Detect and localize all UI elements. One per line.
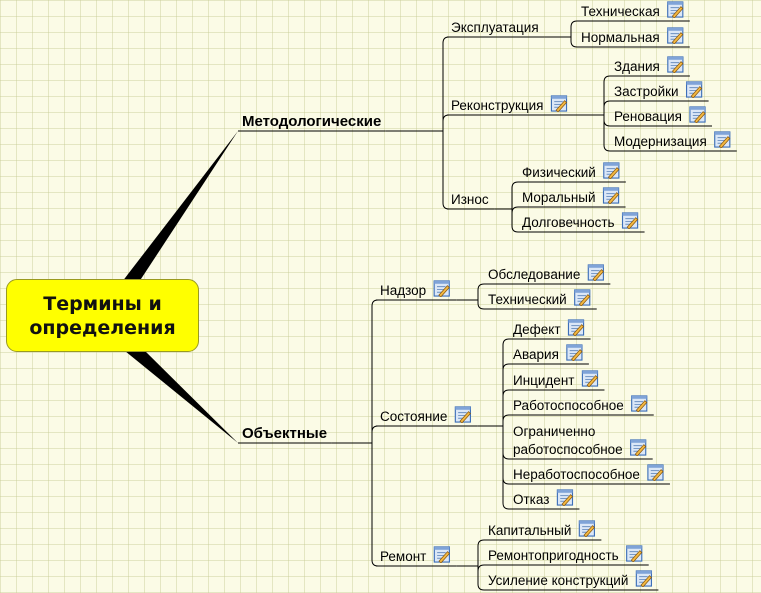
leaf-item: Реновация <box>614 109 682 124</box>
leaf-item: Технический <box>488 292 567 307</box>
leaf-item: Техническая <box>581 4 660 19</box>
topic-ekspluatatsiya: Эксплуатация <box>451 20 539 35</box>
note-icon[interactable] <box>635 570 653 587</box>
note-icon[interactable] <box>578 520 595 537</box>
topic-rekonstruktsiya: Реконструкция <box>451 98 543 113</box>
note-icon[interactable] <box>667 56 684 73</box>
leaf-item: Неработоспособное <box>513 467 640 482</box>
leaf-item: Усиление конструкций <box>488 573 628 588</box>
topic-remont: Ремонт <box>380 549 426 564</box>
note-icon[interactable] <box>433 546 450 563</box>
topic-sostoyanie: Состояние <box>380 409 447 424</box>
note-icon[interactable] <box>566 344 583 361</box>
leaf-item: Застройки <box>614 84 679 99</box>
note-icon[interactable] <box>685 81 703 98</box>
central-topic[interactable]: Термины и определения <box>6 279 199 352</box>
leaf-item: Моральный <box>522 190 596 205</box>
note-icon[interactable] <box>581 370 599 387</box>
node-labels: Методологические Эксплуатация ТехническаяН… <box>242 1 731 588</box>
leaf-item: Долговечность <box>522 215 615 230</box>
note-icon[interactable] <box>630 439 647 456</box>
main-branch-connectors <box>124 131 238 443</box>
leaf-item: Авария <box>513 347 559 362</box>
leaf-item: Здания <box>614 59 660 74</box>
branch-methodological: Методологические <box>242 113 381 130</box>
note-icon[interactable] <box>433 280 450 297</box>
leaf-item: Инцидент <box>513 373 574 388</box>
note-icon[interactable] <box>603 162 620 179</box>
branch-object: Объектные <box>242 425 327 442</box>
note-icon[interactable] <box>574 289 591 306</box>
leaf-item: Обследование <box>488 267 580 282</box>
note-icon[interactable] <box>587 264 604 281</box>
note-icon[interactable] <box>667 1 684 18</box>
central-topic-line-2: определения <box>29 316 176 339</box>
leaf-item: Нормальная <box>581 30 660 45</box>
central-topic-line-1: Термины и <box>43 292 162 315</box>
note-icon[interactable] <box>631 395 648 412</box>
note-icon[interactable] <box>556 489 574 506</box>
leaf-item: Дефект <box>513 322 561 337</box>
note-icon[interactable] <box>550 95 568 112</box>
note-icon[interactable] <box>689 106 706 123</box>
note-icon[interactable] <box>667 27 684 44</box>
note-icon[interactable] <box>567 319 585 336</box>
leaf-item: Модернизация <box>614 134 707 149</box>
note-icon[interactable] <box>621 212 639 229</box>
leaf-item-line-2: работоспособное <box>513 442 623 457</box>
leaf-item: Отказ <box>513 492 549 507</box>
note-icon[interactable] <box>454 406 471 423</box>
leaf-item-line-1: Ограниченно <box>513 424 595 439</box>
topic-nadzor: Надзор <box>380 283 426 298</box>
topic-iznos: Износ <box>451 192 489 207</box>
note-icon[interactable] <box>647 464 664 481</box>
leaf-item: Работоспособное <box>513 398 624 413</box>
leaf-item: Ремонтопригодность <box>488 548 619 563</box>
note-icon[interactable] <box>602 187 620 204</box>
leaf-item: Физический <box>522 165 596 180</box>
leaf-item: Капитальный <box>488 523 571 538</box>
note-icon[interactable] <box>714 131 731 148</box>
note-icon[interactable] <box>626 545 643 562</box>
branch-connectors <box>238 20 737 591</box>
